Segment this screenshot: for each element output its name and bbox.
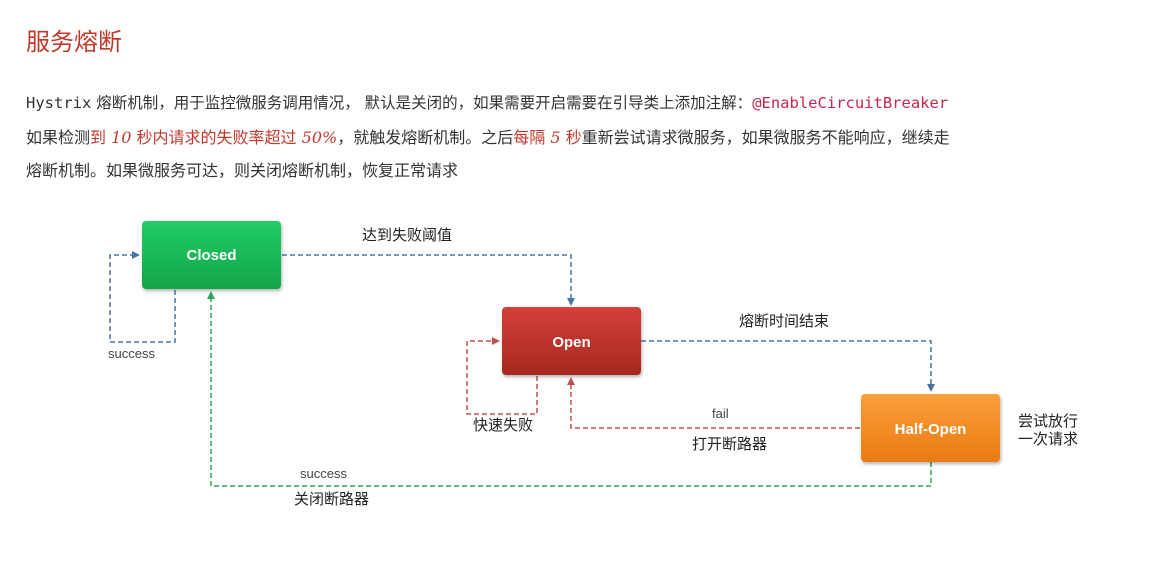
highlight-text: 每隔 (513, 128, 551, 147)
side-note-line-1: 尝试放行 (1018, 412, 1078, 430)
label-open-to-half-open: 熔断时间结束 (739, 312, 829, 330)
annotation-code: @EnableCircuitBreaker (752, 94, 949, 112)
side-note-line-2: 一次请求 (1018, 430, 1078, 448)
label-half-open-success: success (300, 466, 347, 481)
highlight-text: 到 (90, 128, 112, 147)
intro-line-2-a: 如果检测 (26, 128, 91, 147)
edge-open-to-half-open (641, 340, 935, 392)
node-closed-label: Closed (186, 247, 236, 264)
edge-half-open-to-closed (207, 291, 932, 487)
node-closed: Closed (142, 221, 281, 289)
label-open-breaker: 打开断路器 (692, 435, 767, 453)
node-open: Open (502, 307, 641, 375)
node-open-label: Open (552, 334, 590, 351)
highlight-number: 50% (301, 128, 338, 147)
label-open-fast-fail: 快速失败 (473, 416, 533, 434)
node-half-open: Half-Open (861, 394, 1000, 462)
intro-line-2: 如果检测到 10 秒内请求的失败率超过 50%，就触发熔断机制。之后每隔 5 秒… (26, 127, 950, 149)
edge-closed-to-open (282, 254, 575, 306)
intro-line-3: 熔断机制。如果微服务可达，则关闭熔断机制，恢复正常请求 (26, 161, 459, 180)
intro-line-2-c: 重新尝试请求微服务，如果微服务不能响应，继续走 (581, 128, 950, 147)
edge-half-open-to-open (567, 377, 860, 429)
hystrix-term: Hystrix (26, 94, 92, 112)
intro-line-1-text: 熔断机制，用于监控微服务调用情况， 默认是关闭的，如果需要开启需要在引导类上添加… (91, 94, 753, 112)
edge-open-self-loop (466, 337, 538, 415)
intro-line-2-b: ，就触发熔断机制。之后 (337, 128, 514, 147)
label-half-open-fail: fail (712, 406, 729, 421)
label-closed-success: success (108, 346, 155, 361)
edge-closed-self-loop (109, 251, 176, 343)
highlight-number: 5 (550, 128, 561, 147)
intro-line-1: Hystrix 熔断机制，用于监控微服务调用情况， 默认是关闭的，如果需要开启需… (26, 92, 948, 114)
label-close-breaker: 关闭断路器 (294, 490, 369, 508)
highlight-text: 秒内请求的失败率超过 (131, 128, 302, 147)
page-title: 服务熔断 (26, 28, 122, 56)
highlight-text: 秒 (560, 128, 582, 147)
label-closed-to-open: 达到失败阈值 (362, 226, 452, 244)
node-half-open-label: Half-Open (895, 421, 967, 438)
highlight-number: 10 (111, 128, 132, 147)
